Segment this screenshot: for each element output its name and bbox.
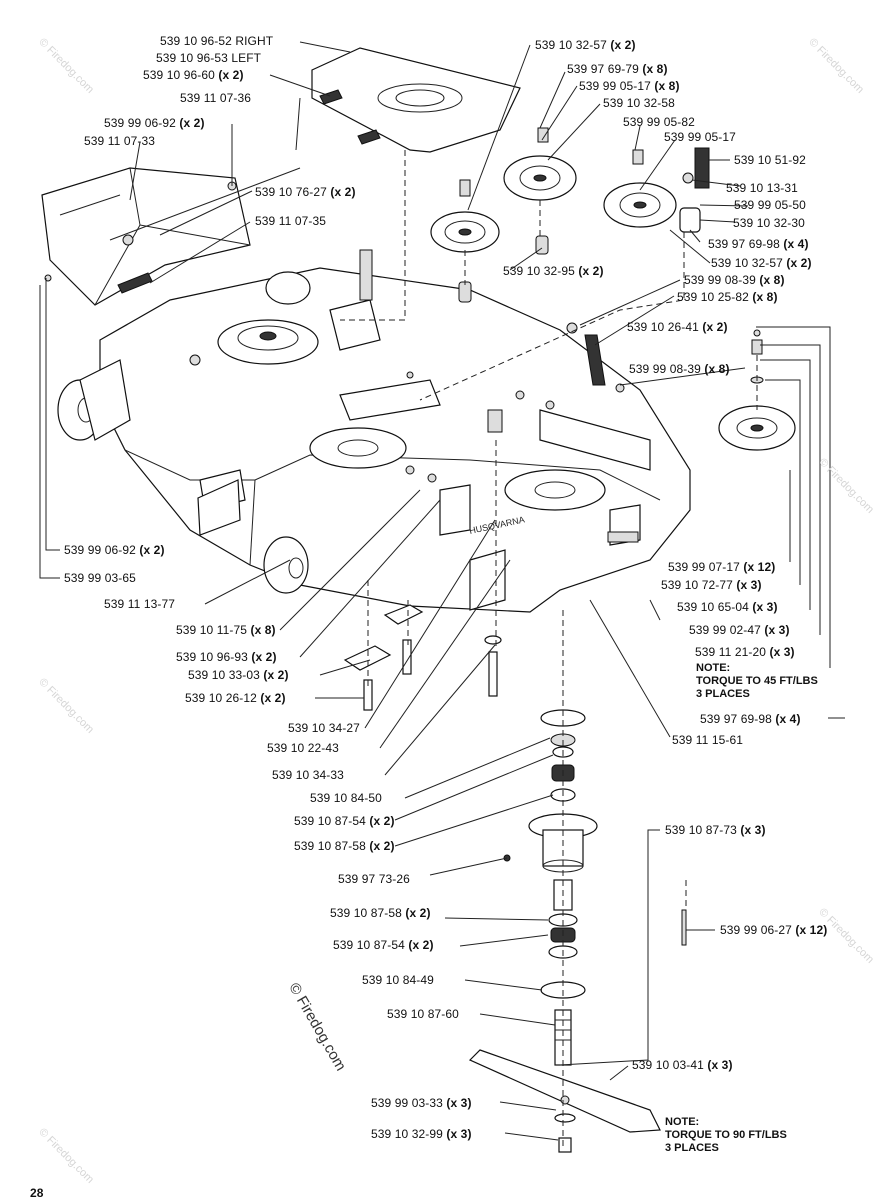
part-label: 539 97 69-79 (x 8) <box>567 62 668 76</box>
part-label: 539 10 34-33 <box>272 768 344 782</box>
part-label: 539 10 25-82 (x 8) <box>677 290 778 304</box>
part-label: 539 99 08-39 (x 8) <box>684 273 785 287</box>
part-label: 539 97 73-26 <box>338 872 410 886</box>
part-label: 539 99 05-17 (x 8) <box>579 79 680 93</box>
part-label: 539 11 07-35 <box>255 214 327 228</box>
part-label: 539 10 87-58 (x 2) <box>330 906 431 920</box>
part-label: 539 10 32-99 (x 3) <box>371 1127 472 1141</box>
part-label: 539 10 87-58 (x 2) <box>294 839 395 853</box>
part-label: 539 99 05-82 <box>623 115 695 129</box>
part-label: 539 10 87-54 (x 2) <box>294 814 395 828</box>
part-label: 539 10 84-50 <box>310 791 382 805</box>
part-label: 539 99 06-92 (x 2) <box>104 116 205 130</box>
part-label: 539 10 32-57 (x 2) <box>535 38 636 52</box>
part-label: 539 10 84-49 <box>362 973 434 987</box>
part-label: 539 99 02-47 (x 3) <box>689 623 790 637</box>
part-label: 539 10 32-57 (x 2) <box>711 256 812 270</box>
part-label: 539 10 03-41 (x 3) <box>632 1058 733 1072</box>
part-label: 539 99 06-27 (x 12) <box>720 923 828 937</box>
part-label: 539 10 72-77 (x 3) <box>661 578 762 592</box>
part-label: 539 97 69-98 (x 4) <box>708 237 809 251</box>
part-label: 539 10 96-93 (x 2) <box>176 650 277 664</box>
page-number: 28 <box>30 1186 44 1200</box>
part-label: 539 10 33-03 (x 2) <box>188 668 289 682</box>
part-label: 539 97 69-98 (x 4) <box>700 712 801 726</box>
part-label: 539 10 32-95 (x 2) <box>503 264 604 278</box>
part-label: 539 99 05-50 <box>734 198 806 212</box>
part-label: 539 10 65-04 (x 3) <box>677 600 778 614</box>
gauge-wheels <box>57 271 311 594</box>
part-label: 539 10 13-31 <box>726 181 798 195</box>
part-label: 539 10 96-53 LEFT <box>156 51 262 65</box>
part-label: 539 10 11-75 (x 8) <box>176 623 276 637</box>
discharge-chute <box>41 167 301 306</box>
part-label: 539 11 13-77 <box>104 597 176 611</box>
part-label: 539 10 32-30 <box>733 216 805 230</box>
part-label: 539 10 87-54 (x 2) <box>333 938 434 952</box>
part-label: 539 10 76-27 (x 2) <box>255 185 356 199</box>
part-label: 539 10 87-73 (x 3) <box>665 823 766 837</box>
deck-cover-plate <box>311 47 521 153</box>
leader-lines <box>39 41 845 1141</box>
drive-pulley-right <box>359 249 796 451</box>
spindle-assembly <box>468 709 687 1153</box>
part-label: 539 99 08-39 (x 8) <box>629 362 730 376</box>
torque-note-90: NOTE: TORQUE TO 90 FT/LBS 3 PLACES <box>665 1116 787 1154</box>
assembly-dash-lines <box>340 150 758 1150</box>
part-label: 539 10 51-92 <box>734 153 806 167</box>
part-label: 539 10 96-60 (x 2) <box>143 68 244 82</box>
part-label: 539 11 07-33 <box>84 134 156 148</box>
part-label: 539 10 96-52 RIGHT <box>160 34 274 48</box>
part-label: 539 11 21-20 (x 3) <box>695 645 795 659</box>
part-label: 539 99 07-17 (x 12) <box>668 560 776 574</box>
part-label: 539 10 34-27 <box>288 721 360 735</box>
part-label: 539 99 03-33 (x 3) <box>371 1096 472 1110</box>
part-label: 539 99 06-92 (x 2) <box>64 543 165 557</box>
part-label: 539 10 26-41 (x 2) <box>627 320 728 334</box>
idler-pulleys <box>430 127 710 303</box>
part-label: 539 10 22-43 <box>267 741 339 755</box>
mower-deck-shell: HUSQVARNA <box>99 267 691 613</box>
part-label: 539 10 26-12 (x 2) <box>185 691 286 705</box>
part-label: 539 11 15-61 <box>672 733 744 747</box>
part-label: 539 99 03-65 <box>64 571 136 585</box>
part-label: 539 99 05-17 <box>664 130 736 144</box>
torque-note-45: NOTE: TORQUE TO 45 FT/LBS 3 PLACES <box>696 662 818 700</box>
part-label: 539 10 32-58 <box>603 96 675 110</box>
part-label: 539 10 87-60 <box>387 1007 459 1021</box>
part-label: 539 11 07-36 <box>180 91 252 105</box>
